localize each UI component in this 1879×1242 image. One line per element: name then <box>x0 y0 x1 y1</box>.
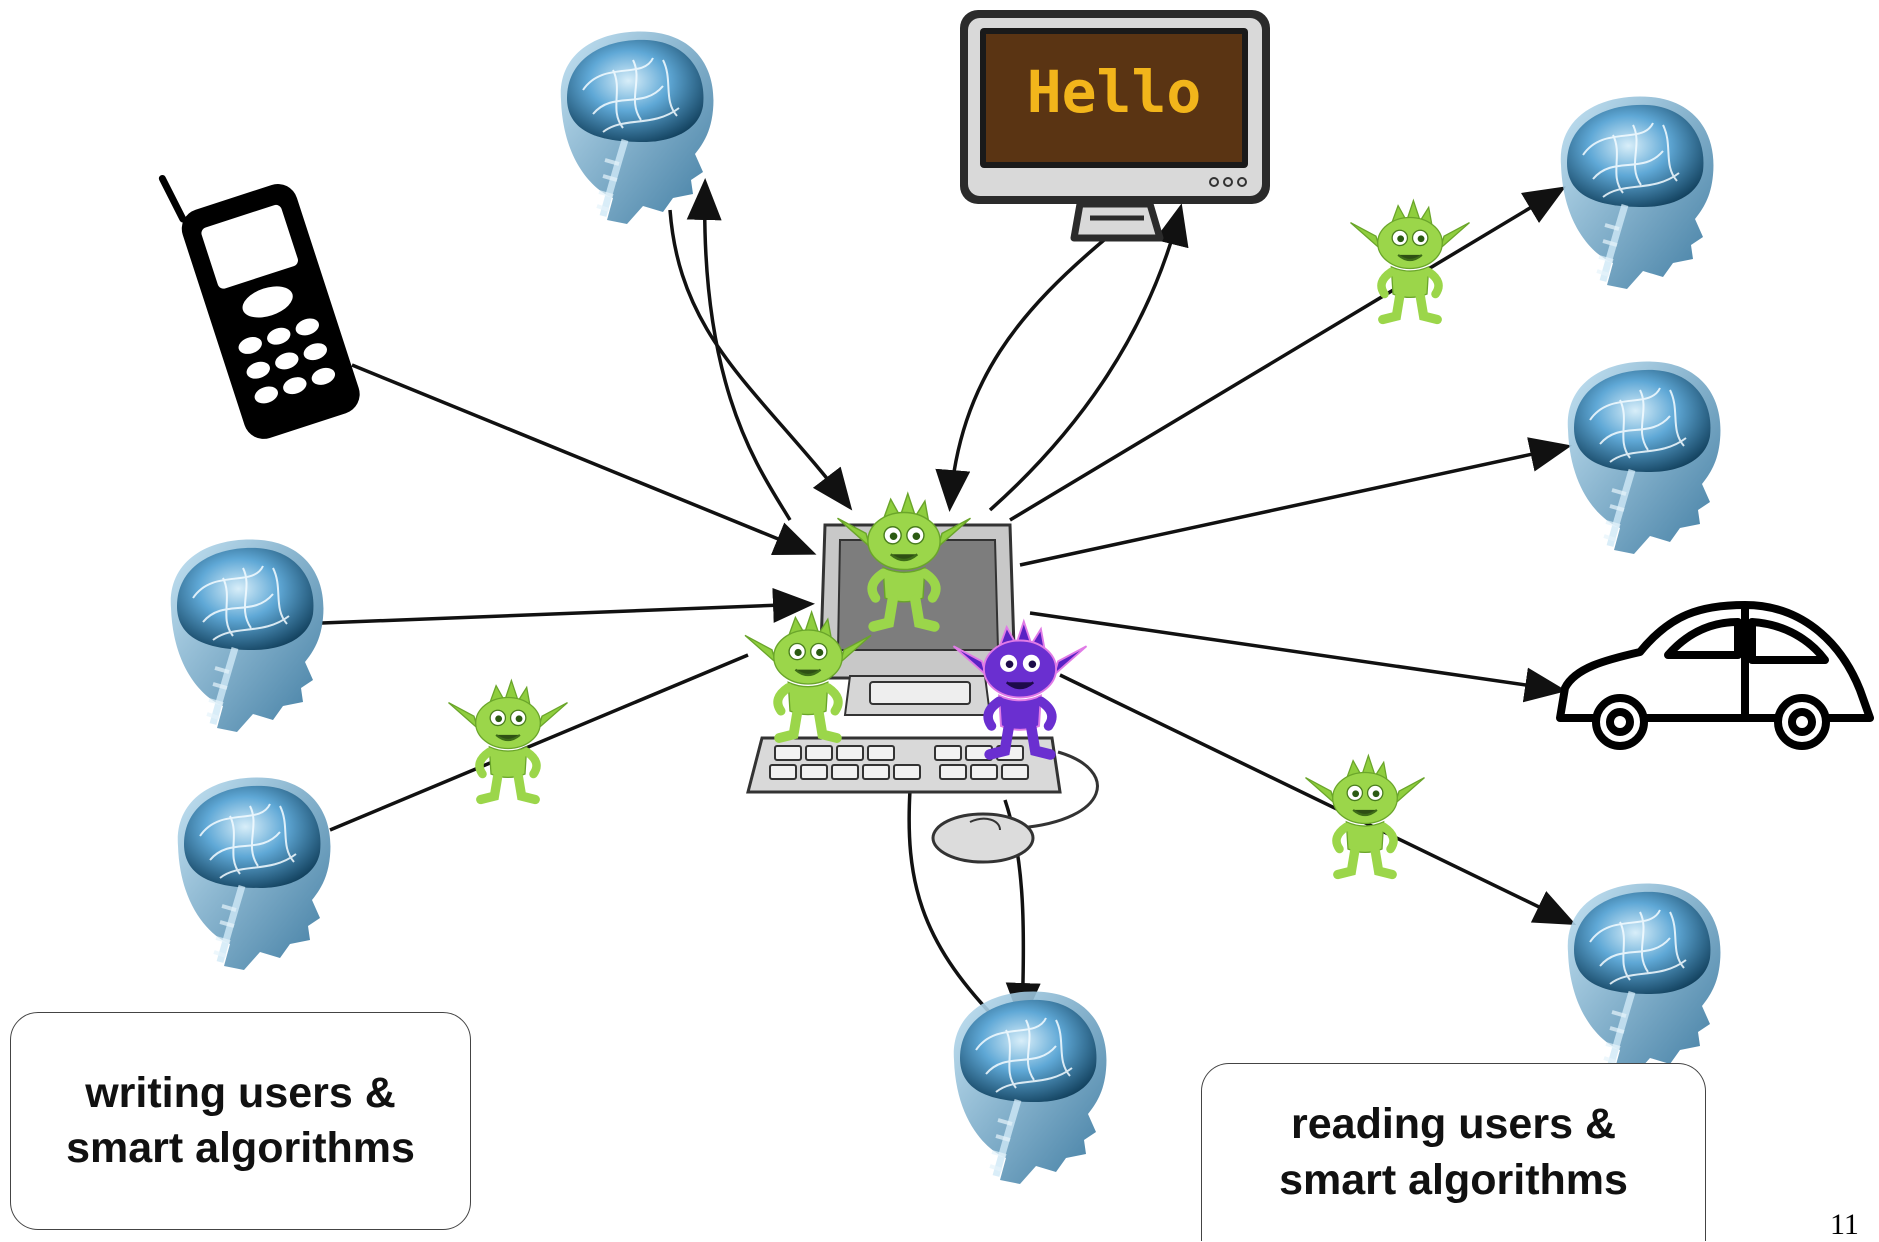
writing-label-line1: writing users & <box>85 1068 396 1117</box>
brain-icon <box>954 992 1107 1184</box>
monitor-icon: Hello <box>960 10 1270 242</box>
brain-icon <box>1561 97 1714 289</box>
car-icon <box>1556 601 1874 750</box>
arrow-brain-top-to-computer <box>668 209 853 511</box>
arrow-computer-to-brain-right <box>1019 437 1572 567</box>
arrow-computer-to-monitor <box>988 203 1189 512</box>
arrow-computer-to-brain-top-right <box>1009 186 1567 522</box>
monitor-screen-text: Hello <box>1027 58 1202 126</box>
arrow-computer-to-car <box>1029 611 1567 703</box>
mobile-phone-icon <box>158 174 360 439</box>
arrow-brain-lower-left-to-computer <box>329 653 749 832</box>
page-number: 11 <box>1830 1208 1859 1241</box>
arrow-brain-bottom-to-computer <box>907 789 997 1020</box>
arrow-phone-to-computer <box>351 363 817 555</box>
goblin-agent-icon <box>449 681 568 800</box>
writing-label-line2: smart algorithms <box>66 1124 415 1172</box>
reading-users-label-box: reading users & smart algorithms <box>1201 1063 1706 1241</box>
arrow-monitor-to-computer <box>935 233 1112 512</box>
writing-users-label-box: writing users & smart algorithms <box>10 1012 471 1230</box>
goblin-agent-icon <box>1306 756 1425 875</box>
goblin-agent-icon <box>1351 201 1470 320</box>
brain-icon <box>1568 884 1721 1076</box>
brain-icon <box>561 32 714 224</box>
brain-icon <box>1568 362 1721 554</box>
arrow-brain-left-to-computer <box>321 587 815 625</box>
reading-label-line1: reading users & <box>1291 1100 1616 1149</box>
arrow-computer-to-brain-lower-right <box>1059 673 1577 926</box>
reading-label-line2: smart algorithms <box>1279 1155 1628 1204</box>
brain-icon <box>171 540 324 732</box>
arrow-computer-to-brain-top <box>686 178 792 521</box>
arrows <box>321 178 1577 1025</box>
brain-icon <box>178 778 331 970</box>
